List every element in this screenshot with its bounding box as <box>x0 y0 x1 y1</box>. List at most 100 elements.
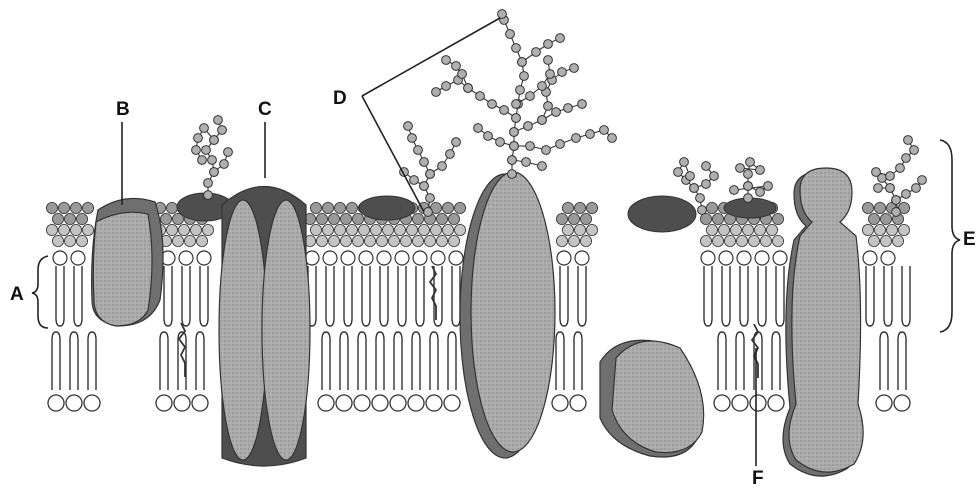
sugar-residue <box>558 68 567 77</box>
upper-phospholipid-head <box>881 251 895 265</box>
upper-phospholipid-head <box>719 251 733 265</box>
upper-fatty-acid-tail <box>398 266 406 326</box>
lower-fatty-acid-tail <box>556 332 564 390</box>
upper-phospholipid-head <box>575 251 589 265</box>
leader-d-lower <box>362 96 424 212</box>
outer-head <box>424 235 435 246</box>
outer-head <box>394 224 405 235</box>
lower-phospholipid-head <box>732 395 748 411</box>
outer-head <box>388 235 399 246</box>
outer-head <box>880 213 891 224</box>
upper-fatty-acid-tail <box>74 266 82 326</box>
outer-head <box>76 235 87 246</box>
sugar-residue <box>736 164 745 173</box>
upper-phospholipid-head <box>197 251 211 265</box>
lower-fatty-acid-tail <box>88 332 96 390</box>
sugar-residue <box>488 100 497 109</box>
outer-head <box>580 213 591 224</box>
outer-head <box>82 202 93 213</box>
sugar-residue <box>508 170 517 179</box>
sugar-residue <box>210 136 219 145</box>
sugar-residue <box>512 100 521 109</box>
sugar-residue <box>702 162 711 171</box>
outer-head <box>70 202 81 213</box>
lower-phospholipid-head <box>174 395 190 411</box>
sugar-residue <box>744 182 753 191</box>
outer-head <box>52 213 63 224</box>
sugar-residue <box>544 56 553 65</box>
sugar-residue <box>744 170 753 179</box>
outer-head <box>400 235 411 246</box>
label-c: C <box>258 99 272 120</box>
outer-head <box>328 213 339 224</box>
lower-phospholipid-head <box>192 395 208 411</box>
lower-phospholipid-head <box>768 395 784 411</box>
upper-fatty-acid-tail <box>704 266 712 326</box>
outer-head <box>562 202 573 213</box>
sugar-residue <box>538 162 547 171</box>
outer-head <box>754 224 765 235</box>
sugar-residue <box>542 146 551 155</box>
outer-head <box>898 224 909 235</box>
sugar-residue <box>474 124 483 133</box>
sugar-residue <box>506 30 515 39</box>
upper-fatty-acid-tail <box>56 266 64 326</box>
sugar-residue <box>208 156 217 165</box>
outer-head <box>412 235 423 246</box>
sugar-residue <box>524 122 533 131</box>
sugar-residue <box>476 92 485 101</box>
upper-phospholipid-head <box>557 251 571 265</box>
outer-head <box>772 213 783 224</box>
outer-head <box>562 224 573 235</box>
sugar-residue <box>544 40 553 49</box>
sugar-residue <box>892 196 901 205</box>
outer-head <box>862 202 873 213</box>
outer-head <box>712 213 723 224</box>
outer-head <box>364 235 375 246</box>
upper-phospholipid-head <box>395 251 409 265</box>
sugar-residue <box>872 168 881 177</box>
lower-phospholipid-head <box>552 395 568 411</box>
lower-fatty-acid-tail <box>898 332 906 390</box>
outer-head <box>352 235 363 246</box>
outer-head <box>700 213 711 224</box>
sugar-residue <box>452 138 461 147</box>
outer-head <box>184 235 195 246</box>
outer-head <box>892 235 903 246</box>
central-glycoprotein <box>471 172 555 452</box>
label-b: B <box>116 99 130 120</box>
sugar-residue <box>420 182 429 191</box>
sugar-residue <box>698 206 707 215</box>
upper-phospholipid-head <box>71 251 85 265</box>
lower-fatty-acid-tail <box>718 332 726 390</box>
upper-fatty-acid-tail <box>326 266 334 326</box>
upper-fatty-acid-tail <box>416 266 424 326</box>
sugar-residue <box>210 168 219 177</box>
outer-head <box>70 224 81 235</box>
sugar-residue <box>510 142 519 151</box>
upper-fatty-acid-tail <box>362 266 370 326</box>
outer-head <box>868 235 879 246</box>
sugar-residue <box>572 134 581 143</box>
sugar-residue <box>410 176 419 185</box>
outer-head <box>700 235 711 246</box>
upper-fatty-acid-tail <box>182 266 190 326</box>
outer-head <box>322 224 333 235</box>
lower-fatty-acid-tail <box>772 332 780 390</box>
outer-head <box>46 224 57 235</box>
outer-head <box>748 235 759 246</box>
outer-head <box>346 224 357 235</box>
sugar-residue <box>420 158 429 167</box>
sugar-residue <box>608 134 617 143</box>
upper-phospholipid-head <box>359 251 373 265</box>
outer-head <box>436 213 447 224</box>
sugar-residue <box>204 191 213 200</box>
label-a: A <box>10 284 24 305</box>
sugar-residue <box>442 82 451 91</box>
sugar-residue <box>538 82 547 91</box>
upper-phospholipid-head <box>863 251 877 265</box>
sugar-residue <box>192 146 201 155</box>
lower-fatty-acid-tail <box>358 332 366 390</box>
